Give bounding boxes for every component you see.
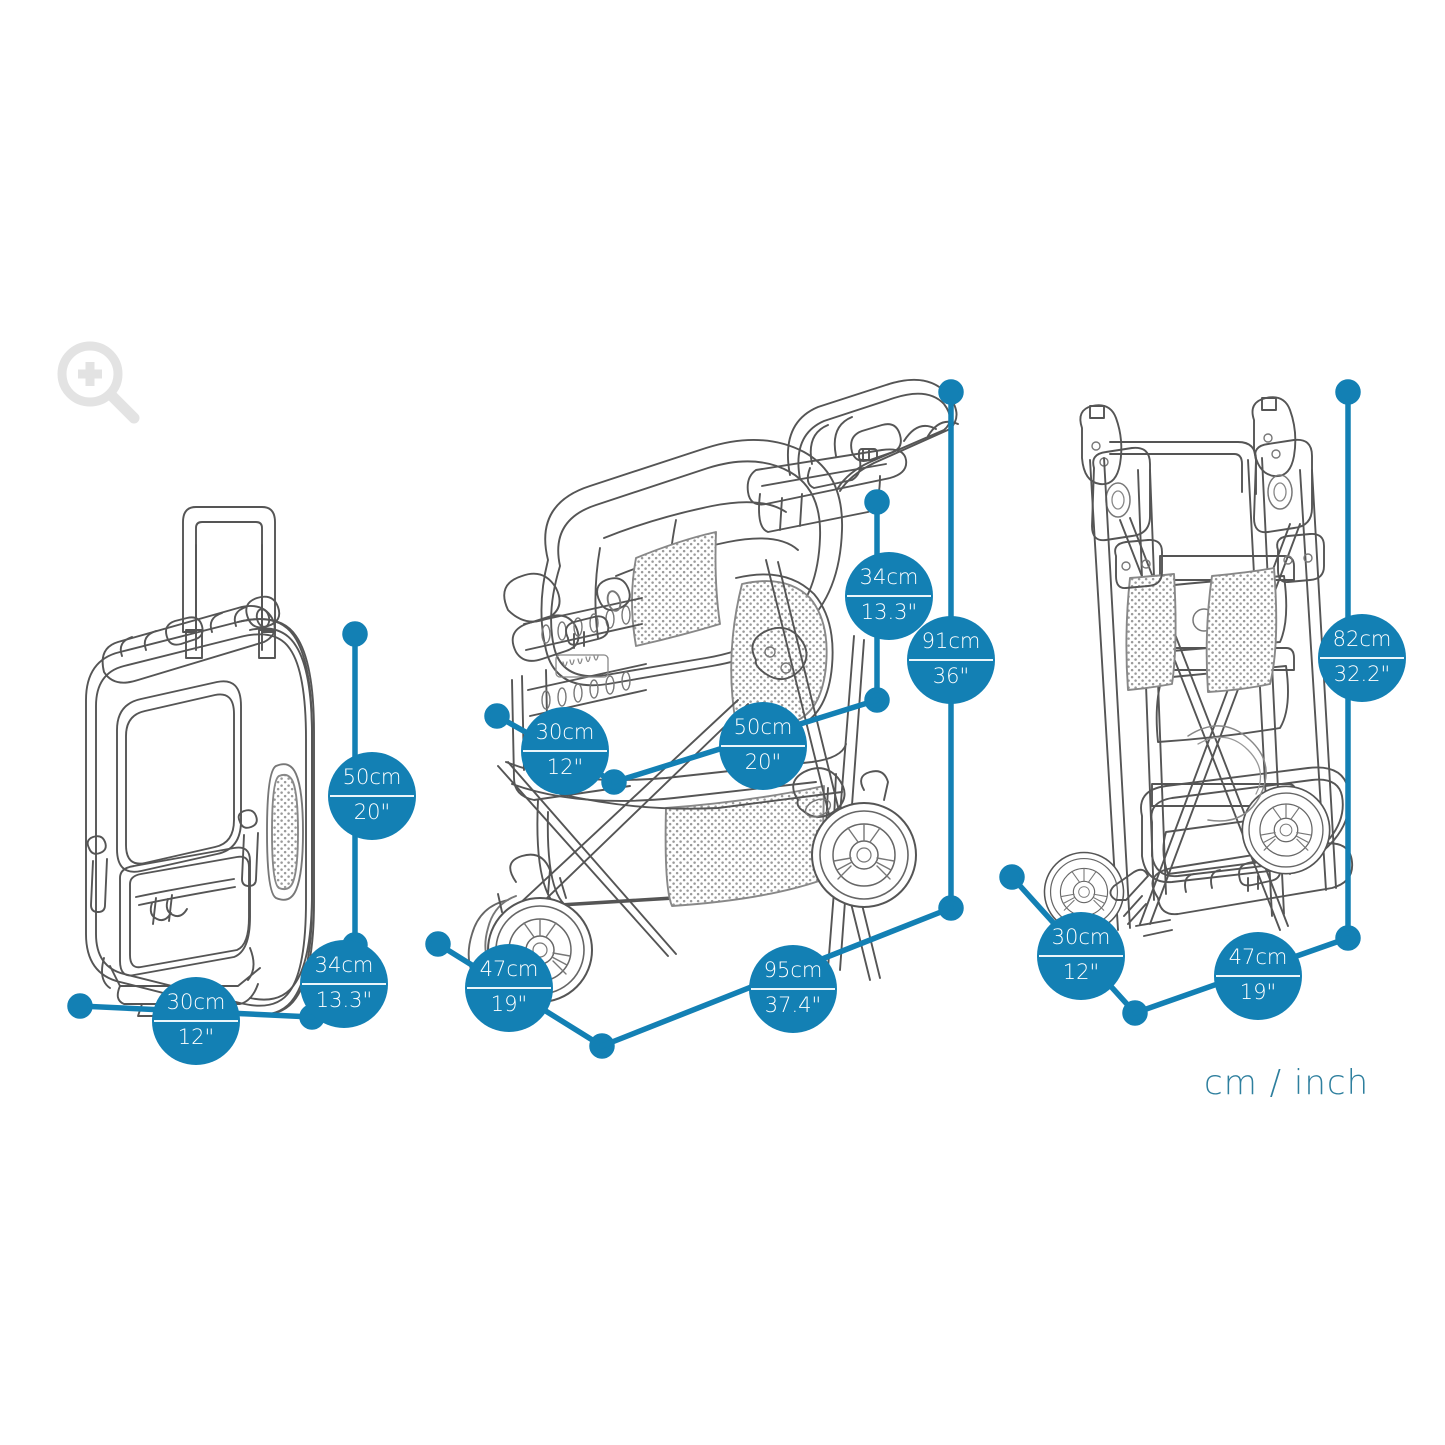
badge-divider [1320, 657, 1404, 659]
dimension-badge-bp-depth: 34cm 13.3" [300, 940, 388, 1028]
backpack-carrier-drawing [85, 506, 315, 1017]
badge-inch-value: 20" [744, 750, 782, 774]
badge-cm-value: 91cm [921, 629, 981, 653]
badge-inch-value: 12" [1062, 960, 1100, 984]
dimension-badge-bp-width: 30cm 12" [152, 977, 240, 1065]
badge-cm-value: 34cm [314, 953, 374, 977]
badge-inch-value: 19" [1239, 980, 1277, 1004]
dimension-badge-fd-depth: 47cm 19" [1214, 932, 1302, 1020]
zoom-in-magnifier-icon[interactable] [52, 336, 144, 428]
badge-divider [721, 745, 805, 747]
badge-cm-value: 50cm [733, 715, 793, 739]
badge-divider [751, 988, 835, 990]
badge-inch-value: 19" [490, 992, 528, 1016]
badge-inch-value: 36" [932, 664, 970, 688]
badge-cm-value: 95cm [763, 958, 823, 982]
badge-inch-value: 12" [177, 1025, 215, 1049]
badge-divider [467, 987, 551, 989]
badge-cm-value: 30cm [535, 720, 595, 744]
badge-inch-value: 20" [353, 800, 391, 824]
badge-divider [302, 983, 386, 985]
badge-cm-value: 34cm [859, 565, 919, 589]
dimension-badge-st-length: 95cm 37.4" [749, 945, 837, 1033]
badge-cm-value: 30cm [166, 990, 226, 1014]
badge-divider [330, 795, 414, 797]
dimension-leaders [67, 379, 1361, 1059]
badge-divider [1039, 955, 1123, 957]
dimension-badge-fd-width: 30cm 12" [1037, 912, 1125, 1000]
dimension-badge-fd-height: 82cm 32.2" [1318, 614, 1406, 702]
dimension-badge-bp-height: 50cm 20" [328, 752, 416, 840]
badge-cm-value: 47cm [1228, 945, 1288, 969]
badge-cm-value: 30cm [1051, 925, 1111, 949]
badge-cm-value: 50cm [342, 765, 402, 789]
badge-inch-value: 13.3" [315, 988, 373, 1012]
badge-inch-value: 37.4" [764, 993, 822, 1017]
badge-cm-value: 82cm [1332, 627, 1392, 651]
badge-cm-value: 47cm [479, 957, 539, 981]
stroller-folded-drawing [1043, 396, 1354, 937]
badge-inch-value: 13.3" [860, 600, 918, 624]
dimension-badge-st-seat-d: 50cm 20" [719, 702, 807, 790]
badge-divider [1216, 975, 1300, 977]
badge-divider [523, 750, 607, 752]
badge-divider [909, 659, 993, 661]
badge-inch-value: 32.2" [1333, 662, 1391, 686]
dimension-badge-st-wheel-w: 47cm 19" [465, 944, 553, 1032]
dimension-badge-st-seat-w: 30cm 12" [521, 707, 609, 795]
dimension-badge-st-seat-h: 34cm 13.3" [845, 552, 933, 640]
badge-divider [154, 1020, 238, 1022]
units-caption: cm / inch [1204, 1063, 1370, 1103]
badge-inch-value: 12" [546, 755, 584, 779]
dimension-badge-st-height: 91cm 36" [907, 616, 995, 704]
badge-divider [847, 595, 931, 597]
